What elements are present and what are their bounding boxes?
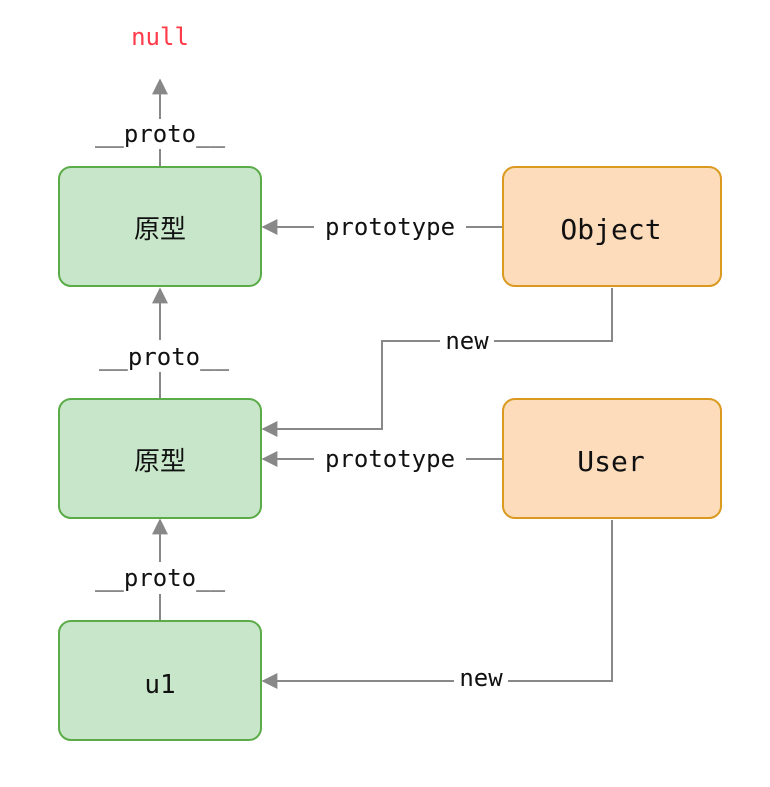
node-box: [58, 398, 262, 519]
node-box: [502, 166, 722, 287]
node-label: 原型: [134, 447, 186, 477]
node-box: [58, 620, 262, 741]
edge-label-proto-middle: __proto__: [99, 343, 230, 371]
node-object: Object: [502, 166, 722, 287]
node-label: u1: [144, 670, 175, 700]
node-box: [58, 166, 262, 287]
edge-label-object-new: new: [445, 327, 489, 355]
edge-label-bg: [84, 119, 236, 149]
node-prototype-middle: 原型: [58, 398, 262, 519]
edge-label-proto-u1: __proto__: [95, 564, 226, 592]
edge-label-object-prototype: prototype: [325, 213, 455, 241]
edge-label-bg: [84, 562, 236, 594]
edge-label-bg: [314, 212, 466, 242]
node-label: Object: [560, 213, 661, 246]
node-user: User: [502, 398, 722, 519]
edge-label-proto-top: __proto__: [95, 120, 226, 148]
node-box: [502, 398, 722, 519]
node-u1: u1: [58, 620, 262, 741]
edge-label-bg: [454, 664, 508, 692]
node-label: User: [577, 445, 644, 478]
edge-label-bg: [84, 340, 236, 372]
edge-user-new: [261, 520, 613, 689]
edge-label-user-prototype: prototype: [325, 445, 455, 473]
node-prototype-top: 原型: [58, 166, 262, 287]
edge-label-user-new: new: [459, 664, 503, 692]
edge-object-new: [261, 288, 613, 437]
null-label: null: [131, 23, 189, 51]
edge-label-bg: [314, 444, 466, 474]
edge-label-bg: [440, 327, 494, 355]
node-label: 原型: [134, 215, 186, 245]
